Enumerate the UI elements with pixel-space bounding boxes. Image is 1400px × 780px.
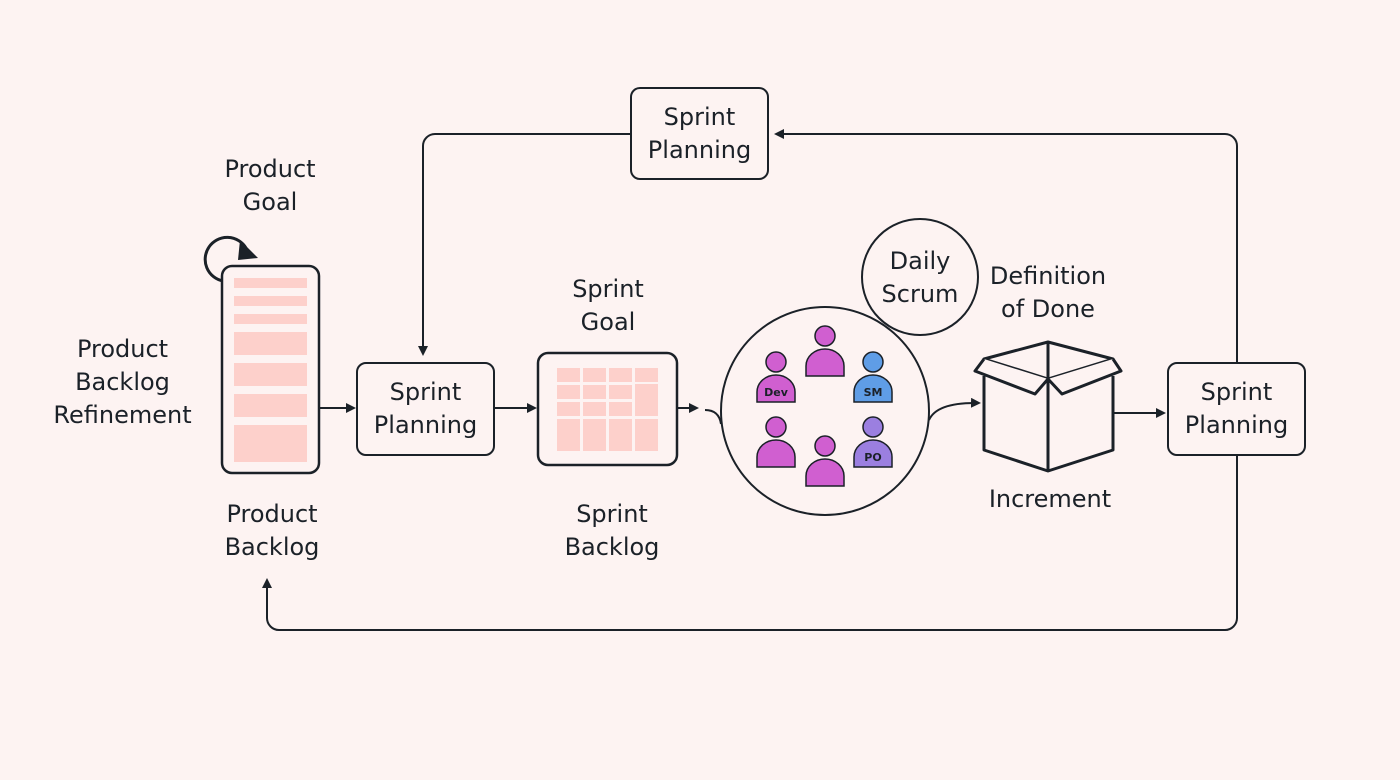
team-member-icon: [805, 325, 845, 377]
increment-box-icon: [973, 340, 1123, 473]
sprint-backlog-card: [536, 351, 679, 467]
loop-top-to-planning-connector: [418, 133, 631, 356]
role-badge-label: PO: [864, 451, 881, 464]
loop-bottom-connector: [262, 456, 1238, 631]
daily-scrum-circle: [861, 218, 979, 336]
sprint-planning-box-top[interactable]: Sprint Planning: [630, 87, 769, 180]
sprint-goal-label: Sprint Goal: [572, 275, 644, 336]
sprint-planning-box-right[interactable]: Sprint Planning: [1167, 362, 1306, 456]
daily-scrum-label: Daily Scrum: [881, 247, 959, 308]
product-backlog-label: Product Backlog: [224, 500, 320, 561]
sprint-planning-box-main[interactable]: Sprint Planning: [356, 362, 495, 456]
arrow-team-in-curve: [704, 409, 722, 425]
refinement-cycle-icon: [203, 235, 258, 283]
product-owner-icon: PO: [853, 416, 893, 468]
arrow-team-to-increment: [928, 397, 981, 421]
increment-label: Increment: [988, 485, 1112, 513]
product-goal-label: Product Goal: [224, 155, 316, 216]
role-badge-label: SM: [864, 386, 883, 399]
loop-top-connector: [774, 129, 1238, 362]
developer-icon: Dev: [756, 351, 796, 403]
scrum-master-icon: SM: [853, 351, 893, 403]
definition-of-done-label: Definition of Done: [989, 262, 1107, 323]
product-backlog-card: [220, 264, 321, 475]
team-member-icon: [756, 416, 796, 468]
team-member-icon: [805, 435, 845, 487]
sprint-backlog-label: Sprint Backlog: [564, 500, 660, 561]
role-badge-label: Dev: [764, 386, 789, 399]
product-backlog-refinement-label: Product Backlog Refinement: [53, 335, 192, 429]
